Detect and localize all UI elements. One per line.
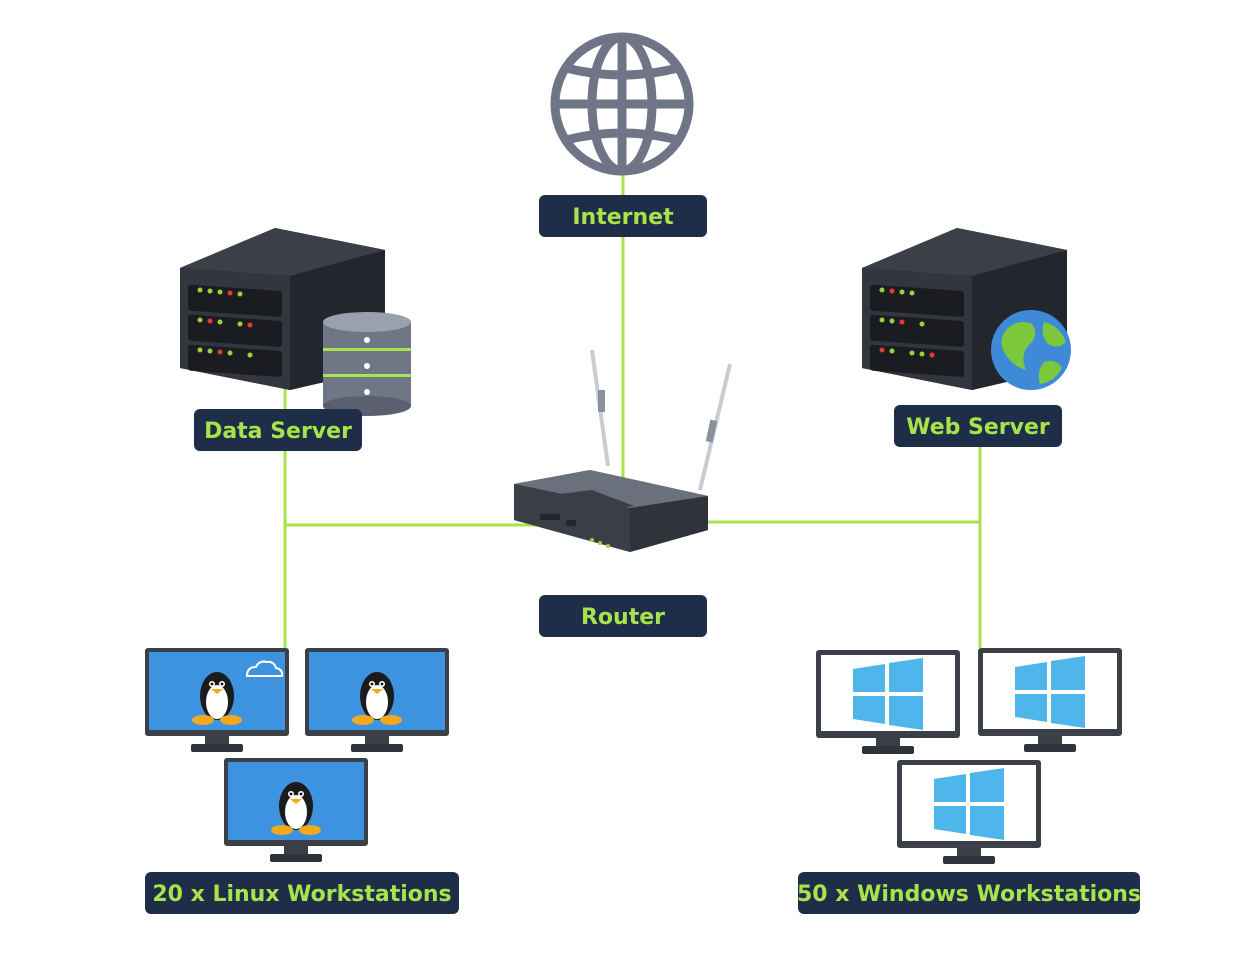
linux-workstations-label: 20 x Linux Workstations — [145, 872, 459, 914]
svg-text:Web Server: Web Server — [906, 415, 1050, 440]
web-server-label: Web Server — [894, 405, 1062, 447]
svg-text:Internet: Internet — [572, 205, 674, 230]
data-server-icon — [180, 228, 385, 390]
data-server-label: Data Server — [194, 409, 362, 451]
router-label: Router — [539, 595, 707, 637]
router-icon — [514, 349, 732, 552]
svg-text:Router: Router — [581, 605, 665, 630]
svg-text:20 x Linux Workstations: 20 x Linux Workstations — [152, 882, 451, 907]
earth-icon — [991, 310, 1071, 390]
windows-workstation-icon — [816, 648, 1122, 864]
linux-workstation-icon — [145, 648, 449, 862]
globe-icon — [550, 32, 694, 176]
internet-label: Internet — [539, 195, 707, 237]
svg-text:Data Server: Data Server — [204, 419, 352, 444]
web-server-icon — [862, 228, 1067, 390]
svg-text:50 x Windows Workstations: 50 x Windows Workstations — [797, 882, 1141, 907]
database-icon — [323, 312, 411, 416]
windows-workstations-label: 50 x Windows Workstations — [797, 872, 1141, 914]
